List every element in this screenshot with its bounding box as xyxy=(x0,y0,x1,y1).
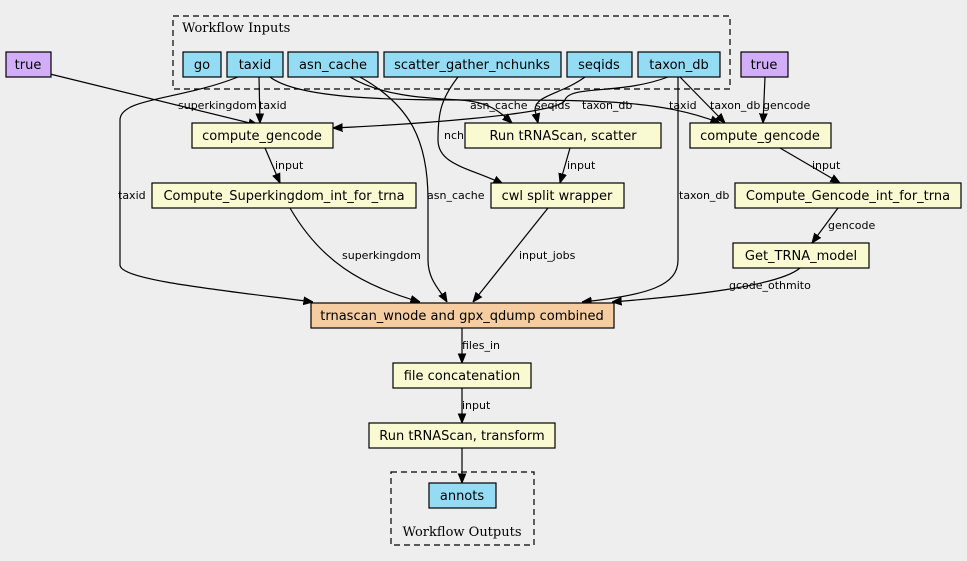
node-box xyxy=(182,51,222,78)
step-compute-gencode-left[interactable]: compute_gencode xyxy=(191,122,334,149)
input-scatter-gather-nchunks[interactable]: scatter_gather_nchunks xyxy=(383,51,562,78)
step-file-concatenation[interactable]: file concatenation xyxy=(392,362,532,389)
edge-label-input-mid: input xyxy=(567,159,596,172)
node-box xyxy=(392,362,532,389)
edge-label-gencode-top: gencode xyxy=(763,99,810,112)
node-box xyxy=(310,302,615,329)
step-compute-gencode-int[interactable]: Compute_Gencode_int_for_trna xyxy=(734,182,962,209)
node-box xyxy=(383,51,562,78)
node-box xyxy=(368,422,556,449)
edge-label-asn-cache-mid: asn_cache xyxy=(427,189,485,202)
node-box xyxy=(226,51,284,78)
workflow-inputs-label: Workflow Inputs xyxy=(182,21,290,36)
step-run-trnascan-scatter[interactable]: Run tRNAScan, scatter xyxy=(464,122,662,149)
svg-text:file concatenation: file concatenation xyxy=(404,369,521,384)
edge-label-taxid-right: taxid xyxy=(669,99,697,112)
edge-label-superkingdom-mid: superkingdom xyxy=(342,249,421,262)
node-box xyxy=(732,242,870,269)
node-box xyxy=(287,51,379,78)
svg-text:compute_gencode: compute_gencode xyxy=(700,129,820,144)
workflow-inputs-cluster: Workflow Inputs xyxy=(172,15,731,90)
node-box xyxy=(191,122,334,149)
svg-text:seqids: seqids xyxy=(578,58,620,73)
edge-label-asn-cache-top: asn_cache xyxy=(470,99,528,112)
svg-text:Run tRNAScan, transform: Run tRNAScan, transform xyxy=(379,429,544,444)
step-run-trnascan-transform[interactable]: Run tRNAScan, transform xyxy=(368,422,556,449)
svg-text:asn_cache: asn_cache xyxy=(299,58,367,73)
node-box xyxy=(637,51,721,78)
edge-label-input-bottom: input xyxy=(462,399,491,412)
node-box xyxy=(689,122,832,149)
edge-label-seqids-top: seqids xyxy=(535,99,571,112)
input-asn-cache[interactable]: asn_cache xyxy=(287,51,379,78)
svg-text:Compute_Gencode_int_for_trna: Compute_Gencode_int_for_trna xyxy=(746,189,950,204)
svg-text:scatter_gather_nchunks: scatter_gather_nchunks xyxy=(394,58,550,73)
node-box xyxy=(490,182,625,209)
node-box xyxy=(740,51,789,78)
step-get-trna-model[interactable]: Get_TRNA_model xyxy=(732,242,870,269)
edge-label-input-jobs: input_jobs xyxy=(519,249,576,262)
edge-label-gencode-mid: gencode xyxy=(828,219,875,232)
edge-label-taxon-db-right: taxon_db xyxy=(710,99,760,112)
node-box xyxy=(428,482,497,509)
svg-text:taxon_db: taxon_db xyxy=(649,58,709,73)
svg-text:cwl split wrapper: cwl split wrapper xyxy=(502,189,613,204)
input-taxon-db[interactable]: taxon_db xyxy=(637,51,721,78)
svg-text:Get_TRNA_model: Get_TRNA_model xyxy=(745,249,857,264)
step-compute-gencode-right[interactable]: compute_gencode xyxy=(689,122,832,149)
svg-text:true: true xyxy=(15,58,42,73)
input-seqids[interactable]: seqids xyxy=(566,51,633,78)
node-box xyxy=(464,122,662,149)
constant-true-left[interactable]: true xyxy=(5,51,52,78)
constant-true-right[interactable]: true xyxy=(740,51,789,78)
edge-label-superkingdom-top: superkingdom xyxy=(178,99,257,112)
output-annots[interactable]: annots xyxy=(428,482,497,509)
step-cwl-split-wrapper[interactable]: cwl split wrapper xyxy=(490,182,625,209)
edge-label-input-right: input xyxy=(812,159,841,172)
svg-text:trnascan_wnode and gpx_qdump c: trnascan_wnode and gpx_qdump combined xyxy=(320,309,603,324)
edge-label-taxon-db-top: taxon_db xyxy=(582,99,632,112)
svg-text:Compute_Superkingdom_int_for_t: Compute_Superkingdom_int_for_trna xyxy=(163,189,404,204)
svg-text:Run tRNAScan, scatter: Run tRNAScan, scatter xyxy=(489,129,637,144)
node-box xyxy=(151,182,417,209)
workflow-outputs-label: Workflow Outputs xyxy=(403,525,522,540)
node-box xyxy=(5,51,52,78)
edge-label-gcode-othmito: gcode_othmito xyxy=(729,279,811,292)
edge-label-taxid-left: taxid xyxy=(118,189,146,202)
svg-text:go: go xyxy=(194,58,210,73)
svg-text:true: true xyxy=(751,58,778,73)
step-trnascan-combined[interactable]: trnascan_wnode and gpx_qdump combined xyxy=(310,302,615,329)
step-compute-superkingdom[interactable]: Compute_Superkingdom_int_for_trna xyxy=(151,182,417,209)
svg-text:compute_gencode: compute_gencode xyxy=(202,129,322,144)
edge-label-input-left: input xyxy=(275,159,304,172)
node-box xyxy=(566,51,633,78)
edge-label-files-in: files_in xyxy=(462,339,500,352)
svg-text:taxid: taxid xyxy=(239,58,272,73)
node-box xyxy=(734,182,962,209)
edge-label-taxid-top: taxid xyxy=(259,99,287,112)
input-taxid[interactable]: taxid xyxy=(226,51,284,78)
svg-text:annots: annots xyxy=(440,489,484,504)
edges xyxy=(49,73,840,483)
input-go[interactable]: go xyxy=(182,51,222,78)
edge-label-taxon-db-mid: taxon_db xyxy=(679,189,729,202)
